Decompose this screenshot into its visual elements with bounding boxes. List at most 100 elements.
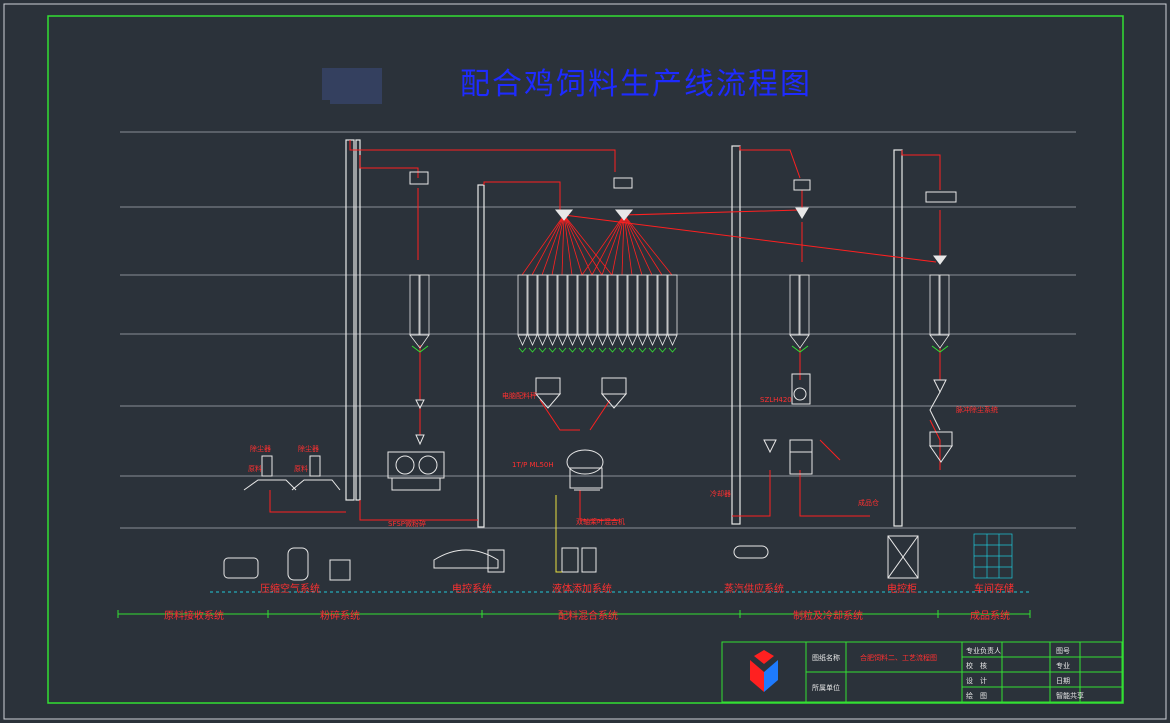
distributors: [554, 207, 947, 265]
bin-gate: [628, 347, 637, 353]
bin-gate: [518, 347, 527, 353]
title-block-row-label: 专业负责人: [966, 646, 1001, 655]
equipment-label: 成品仓: [858, 498, 879, 507]
bin-gate: [638, 347, 647, 353]
system-label: 电控柜: [887, 582, 917, 595]
process-section-bar: 原料接收系统 粉碎系统 配料混合系统 制粒及冷却系统 成品系统: [117, 609, 1031, 622]
bin-gate: [608, 347, 617, 353]
drawing-name-value: 合肥饲料二、工艺流程图: [860, 653, 937, 662]
system-label: 电控系统: [452, 582, 492, 595]
equipment-label: 冷却器: [710, 489, 731, 498]
floor-lines: [120, 131, 1076, 529]
bin: [627, 274, 638, 336]
process-section-label: 制粒及冷却系统: [793, 609, 863, 622]
bin-gate: [658, 347, 667, 353]
title-block-row-label: 设 计: [966, 676, 987, 685]
cooler-system: [929, 379, 953, 463]
title-block: [721, 641, 1123, 703]
company-logo: [750, 650, 778, 692]
title-block-row-right: 日期: [1056, 677, 1070, 685]
bin: [517, 274, 528, 336]
outer-frame: [3, 3, 1167, 720]
bin-gate: [668, 347, 677, 353]
system-label: 液体添加系统: [552, 582, 612, 595]
equipment-label: 原料: [294, 464, 308, 473]
reception-pits: [243, 455, 341, 491]
title-block-row-right: 图号: [1056, 647, 1070, 655]
unit-label: 所属单位: [812, 683, 840, 692]
bin: [527, 274, 538, 336]
system-illustrations: [223, 535, 919, 581]
bin-hopper: [627, 334, 638, 346]
bin-hopper: [537, 334, 548, 346]
system-label: 压缩空气系统: [260, 582, 320, 595]
bin-gate: [618, 347, 627, 353]
title-block-row-right: 专业: [1056, 661, 1070, 670]
system-label: 车间存储: [974, 582, 1014, 595]
bin-gate: [538, 347, 547, 353]
title-block-row-label: 校 核: [966, 661, 987, 670]
equipment-label: 脉冲除尘系统: [956, 405, 998, 414]
process-section-label: 配料混合系统: [558, 609, 618, 622]
bin: [577, 274, 588, 336]
bin-gate: [648, 347, 657, 353]
bin-hopper: [587, 334, 598, 346]
storage-grid: [973, 533, 1013, 579]
bin-hopper: [657, 334, 668, 346]
bin: [557, 274, 568, 336]
hammer-mill: [387, 399, 445, 491]
bin: [567, 274, 578, 336]
roof-equipment: [409, 171, 957, 203]
bin: [637, 274, 648, 336]
bin: [667, 274, 678, 336]
bin: [587, 274, 598, 336]
diagram-title: 配合鸡饲料生产线流程图: [460, 67, 812, 102]
bin-gate: [568, 347, 577, 353]
drawing-border: [47, 15, 1124, 704]
process-section-label: 成品系统: [970, 609, 1010, 622]
bin-gate: [588, 347, 597, 353]
equipment-label: SFSP微粉碎: [388, 519, 426, 528]
equipment-label: 除尘器: [250, 444, 271, 453]
bin-hopper: [617, 334, 628, 346]
bin-hopper: [557, 334, 568, 346]
bin-gate: [558, 347, 567, 353]
bin: [617, 274, 628, 336]
equipment-label: 双轴桨叶混合机: [576, 517, 625, 526]
bin: [537, 274, 548, 336]
bin-hopper: [597, 334, 608, 346]
equipment-label: 1T/P ML50H: [512, 461, 554, 469]
liquid-line: [555, 495, 562, 573]
equipment-label-group: 除尘器 除尘器 原料 原料 SFSP微粉碎 双轴桨叶混合机 1T/P ML50H…: [248, 391, 998, 528]
drawing-name-label: 图纸名称: [812, 653, 840, 662]
title-shadow: [322, 68, 382, 104]
bin-hopper: [647, 334, 658, 346]
bin: [647, 274, 658, 336]
bin-hopper: [667, 334, 678, 346]
process-section-label: 粉碎系统: [320, 609, 360, 622]
batching-scales: [534, 377, 628, 409]
bin-gate: [548, 347, 557, 353]
equipment-label: 原料: [248, 464, 262, 473]
bin-gate: [578, 347, 587, 353]
mixer: [566, 449, 604, 491]
equipment-label: 除尘器: [298, 444, 319, 453]
title-block-row-label: 绘 图: [966, 691, 987, 700]
bucket-elevators: [345, 139, 903, 528]
green-gates: [411, 345, 949, 353]
bin: [607, 274, 618, 336]
bin-hopper: [527, 334, 538, 346]
system-label: 蒸汽供应系统: [724, 582, 784, 595]
bin: [547, 274, 558, 336]
title-block-row-right: 智能共享: [1056, 691, 1084, 700]
distribution-fans: [521, 214, 673, 276]
bin: [597, 274, 608, 336]
bin-hopper: [607, 334, 618, 346]
equipment-label: 电脑配料秤: [502, 391, 537, 400]
bin-hopper: [547, 334, 558, 346]
process-section-label: 原料接收系统: [164, 609, 224, 622]
bin-hopper: [577, 334, 588, 346]
system-label-group: 压缩空气系统 电控系统 液体添加系统 蒸汽供应系统 电控柜 车间存储: [260, 582, 1014, 595]
bin-hopper: [517, 334, 528, 346]
